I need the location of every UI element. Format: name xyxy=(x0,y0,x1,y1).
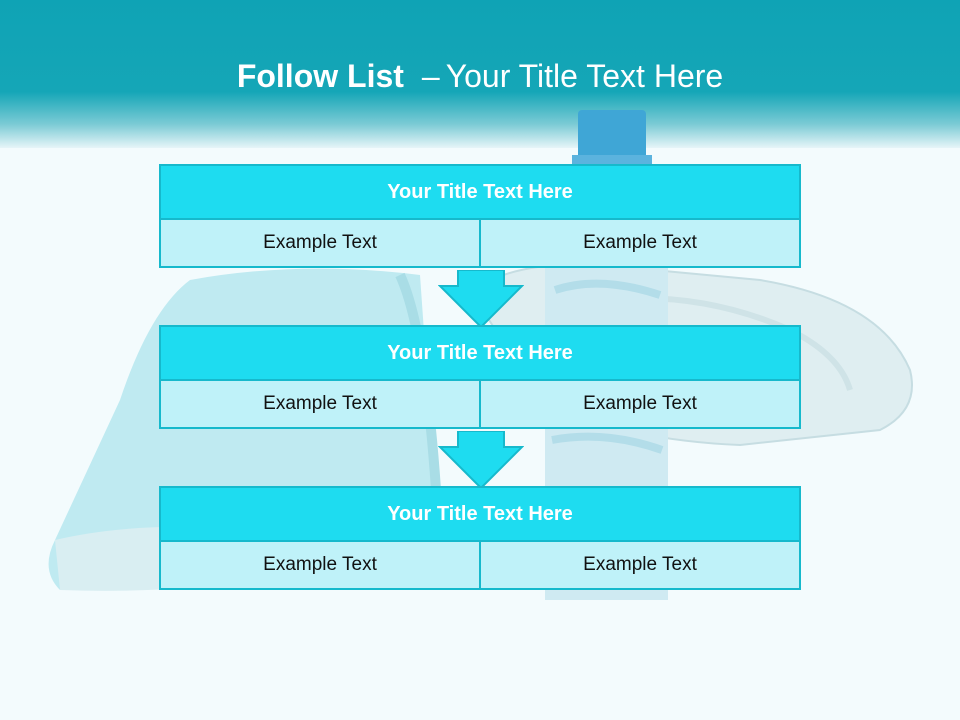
down-arrow-icon xyxy=(438,270,524,328)
slide-title-dash: – xyxy=(421,58,440,94)
step-left-cell: Example Text xyxy=(159,218,481,268)
header-band xyxy=(0,0,960,148)
step-title: Your Title Text Here xyxy=(159,486,801,542)
step-block-2: Your Title Text Here Example Text Exampl… xyxy=(159,325,801,429)
down-arrow-icon xyxy=(438,431,524,489)
step-title: Your Title Text Here xyxy=(159,164,801,220)
step-title: Your Title Text Here xyxy=(159,325,801,381)
step-right-cell: Example Text xyxy=(479,218,801,268)
step-left-cell: Example Text xyxy=(159,540,481,590)
step-right-cell: Example Text xyxy=(479,540,801,590)
step-right-cell: Example Text xyxy=(479,379,801,429)
slide-title-rest: Your Title Text Here xyxy=(445,58,724,94)
step-block-1: Your Title Text Here Example Text Exampl… xyxy=(159,164,801,268)
slide-title-bold: Follow List xyxy=(236,58,404,94)
slide-title: Follow List–Your Title Text Here xyxy=(0,56,960,96)
step-block-3: Your Title Text Here Example Text Exampl… xyxy=(159,486,801,590)
step-left-cell: Example Text xyxy=(159,379,481,429)
